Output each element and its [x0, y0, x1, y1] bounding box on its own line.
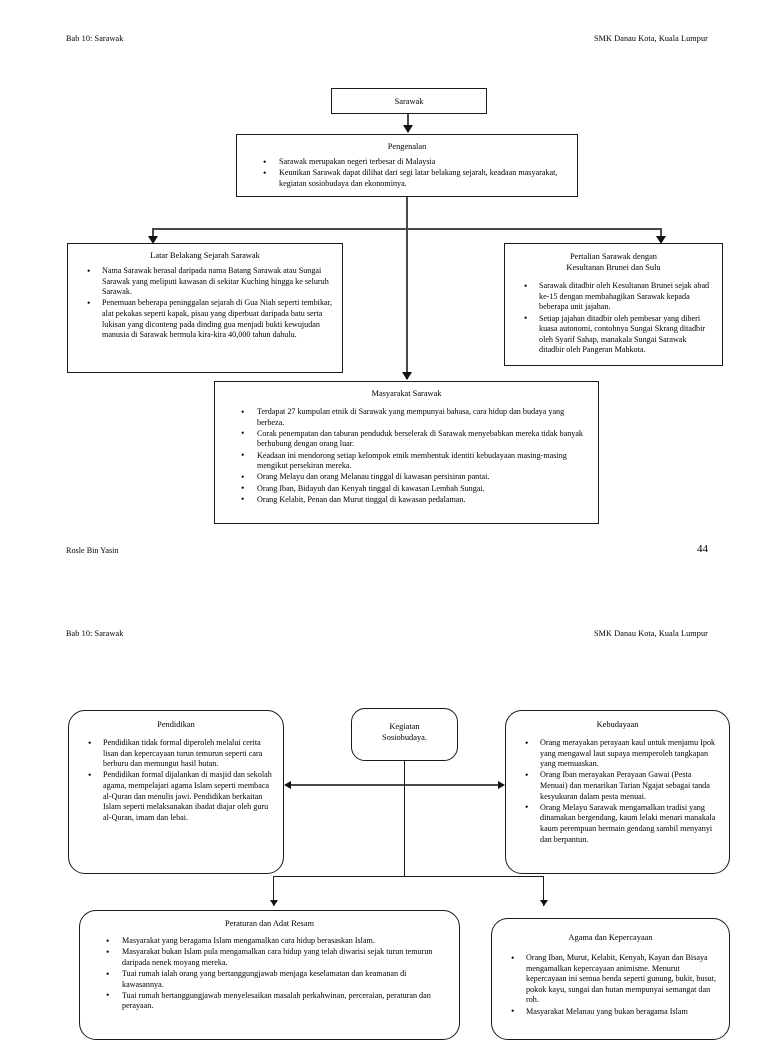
node-latar-belakang-bullets: Nama Sarawak berasal daripada nama Batan… [68, 266, 342, 341]
arrowhead-culture [498, 780, 505, 789]
list-item: Orang Melayu Sarawak mengamalkan tradisi… [506, 802, 720, 845]
list-item: Terdapat 27 kumpulan etnik di Sarawak ya… [215, 407, 589, 428]
list-item: Orang Iban, Bidayuh dan Kenyah tinggal d… [215, 483, 589, 495]
page2-header-left: Bab 10: Sarawak [66, 629, 124, 638]
connector-horizontal-double-arrow [291, 784, 499, 787]
list-item: Penemuan beberapa peninggalan sejarah di… [68, 298, 333, 340]
connector-horizontal-bus [152, 228, 662, 231]
list-item: Tuai rumah ialah orang yang bertanggungj… [80, 969, 450, 990]
page1-footer-pagenumber: 44 [697, 543, 708, 555]
node-pendidikan-title: Pendidikan [157, 720, 195, 729]
list-item: Orang Melayu dan orang Melanau tinggal d… [215, 472, 589, 484]
node-pengenalan-title: Pengenalan [387, 142, 427, 151]
list-item: Setiap jajahan ditadbir oleh pembesar ya… [505, 313, 713, 356]
arrowhead-intro [402, 125, 413, 133]
node-latar-belakang-sejarah: Latar Belakang Sejarah Sarawak Nama Sara… [67, 243, 343, 373]
arrowhead-society [401, 372, 412, 380]
list-item: Orang Iban, Murut, Kelabit, Kenyah, Kaya… [492, 953, 720, 1006]
list-item: Nama Sarawak berasal daripada nama Batan… [68, 266, 333, 298]
node-pengenalan: Pengenalan Sarawak merupakan negeri terb… [236, 134, 578, 197]
connector-bus-left-drop [152, 228, 155, 240]
arrowhead-education [284, 780, 291, 789]
node-peraturan-adat-resam: Peraturan dan Adat Resam Masyarakat yang… [79, 910, 460, 1040]
arrowhead-customs [269, 900, 278, 906]
node-peraturan-title: Peraturan dan Adat Resam [224, 919, 315, 928]
node-peraturan-bullets: Masyarakat yang beragama Islam mengamalk… [80, 936, 459, 1012]
node-sarawak-title: Sarawak [394, 96, 424, 106]
list-item: Tuai rumah bertanggungjawab menyelesaika… [80, 990, 450, 1012]
connector-intro-to-society [406, 197, 409, 379]
node-sarawak: Sarawak [331, 88, 487, 114]
node-agama-bullets: Orang Iban, Murut, Kelabit, Kenyah, Kaya… [492, 953, 729, 1018]
node-latar-belakang-title: Latar Belakang Sejarah Sarawak [150, 251, 260, 260]
node-kebudayaan: Kebudayaan Orang merayakan perayaan kaul… [505, 710, 730, 874]
arrowhead-history [147, 236, 158, 244]
list-item: Masyarakat Melanau yang bukan beragama I… [492, 1006, 720, 1018]
node-agama-kepercayaan: Agama dan Kepercayaan Orang Iban, Murut,… [491, 918, 730, 1040]
connector-bottom-bus [273, 876, 544, 878]
node-kegiatan-sosiobudaya: Kegiatan Sosiobudaya. [351, 708, 458, 761]
connector-bottom-left-drop [273, 876, 275, 906]
page2-header-right: SMK Danau Kota, Kuala Lumpur [594, 629, 708, 638]
connector-center-trunk [404, 761, 406, 877]
list-item: Corak penempatan dan taburan penduduk be… [215, 428, 589, 450]
node-kebudayaan-title: Kebudayaan [596, 720, 639, 729]
arrowhead-relations [655, 236, 666, 244]
list-item: Orang Kelabit, Penan dan Murut tinggal d… [215, 494, 589, 506]
node-pendidikan: Pendidikan Pendidikan tidak formal diper… [68, 710, 284, 874]
node-kegiatan-title: Kegiatan Sosiobudaya. [352, 709, 457, 743]
list-item: Pendidikan formal dijalankan di masjid d… [69, 770, 274, 823]
document-page-2: Bab 10: Sarawak SMK Danau Kota, Kuala Lu… [0, 600, 768, 1040]
connector-bus-right-drop [660, 228, 663, 240]
list-item: Orang Iban merayakan Perayaan Gawai (Pes… [506, 770, 720, 802]
node-masyarakat-title: Masyarakat Sarawak [371, 389, 442, 398]
list-item: Masyarakat bukan Islam pula mengamalkan … [80, 947, 450, 968]
list-item: Keunikan Sarawak dapat dilihat dari segi… [237, 168, 568, 189]
list-item: Masyarakat yang beragama Islam mengamalk… [80, 936, 450, 948]
node-kegiatan-title-line2: Sosiobudaya. [382, 733, 427, 743]
list-item: Sarawak merupakan negeri terbesar di Mal… [237, 157, 568, 169]
node-pendidikan-bullets: Pendidikan tidak formal diperoleh melalu… [69, 738, 283, 823]
page1-header-right: SMK Danau Kota, Kuala Lumpur [594, 34, 708, 43]
node-agama-title: Agama dan Kepercayaan [568, 933, 653, 942]
node-pertalian-title: Pertalian Sarawak dengan Kesultanan Brun… [505, 244, 722, 273]
list-item: Pendidikan tidak formal diperoleh melalu… [69, 738, 274, 770]
list-item: Orang merayakan perayaan kaul untuk menj… [506, 738, 720, 770]
node-pengenalan-bullets: Sarawak merupakan negeri terbesar di Mal… [237, 157, 577, 189]
document-page-1: Bab 10: Sarawak SMK Danau Kota, Kuala Lu… [0, 0, 768, 600]
page1-header-left: Bab 10: Sarawak [66, 34, 124, 43]
node-pertalian-brunei-sulu: Pertalian Sarawak dengan Kesultanan Brun… [504, 243, 723, 366]
list-item: Sarawak ditadbir oleh Kesultanan Brunei … [505, 281, 713, 313]
connector-root-to-intro [407, 114, 410, 132]
page1-footer-author: Rosle Bin Yasin [66, 546, 119, 555]
node-kegiatan-title-line1: Kegiatan [389, 722, 420, 731]
connector-bottom-right-drop [543, 876, 545, 906]
node-masyarakat-bullets: Terdapat 27 kumpulan etnik di Sarawak ya… [215, 407, 598, 507]
list-item: Keadaan ini mendorong setiap kelompok et… [215, 450, 589, 472]
node-kebudayaan-bullets: Orang merayakan perayaan kaul untuk menj… [506, 738, 729, 845]
node-masyarakat-sarawak: Masyarakat Sarawak Terdapat 27 kumpulan … [214, 381, 599, 524]
node-pertalian-title-line2: Kesultanan Brunei dan Sulu [566, 263, 661, 273]
node-pertalian-title-line1: Pertalian Sarawak dengan [570, 252, 657, 261]
arrowhead-religion [539, 900, 548, 906]
node-pertalian-bullets: Sarawak ditadbir oleh Kesultanan Brunei … [505, 281, 722, 356]
